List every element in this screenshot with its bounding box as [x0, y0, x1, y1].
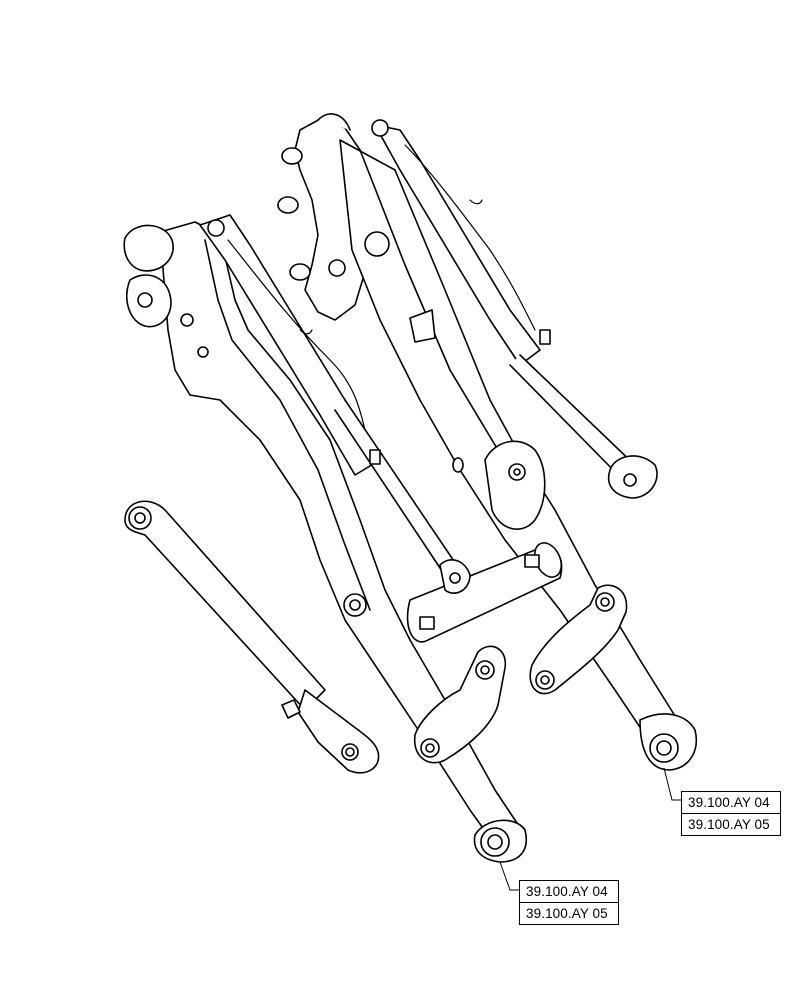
leader-line-bottom — [499, 861, 519, 891]
callout-right: 39.100.AY 04 39.100.AY 05 — [681, 791, 781, 836]
callout-right-ref-04[interactable]: 39.100.AY 04 — [688, 795, 770, 810]
callout-bottom: 39.100.AY 04 39.100.AY 05 — [519, 880, 619, 925]
left-boom-arm — [123, 221, 527, 863]
callout-bottom-ref-05[interactable]: 39.100.AY 05 — [520, 902, 618, 924]
pins — [277, 147, 464, 473]
leader-line-right — [663, 767, 681, 801]
right-bellcrank — [484, 440, 628, 695]
lift-cylinder — [124, 500, 380, 774]
cross-tube — [406, 542, 563, 643]
callout-bottom-ref-04[interactable]: 39.100.AY 04 — [526, 884, 608, 899]
right-tilt-cylinder — [371, 119, 658, 499]
left-tilt-cylinder — [199, 214, 471, 594]
callout-right-ref-05[interactable]: 39.100.AY 05 — [682, 813, 780, 835]
leader-lines — [499, 767, 681, 891]
left-bellcrank — [414, 645, 506, 764]
hoses — [227, 144, 536, 431]
